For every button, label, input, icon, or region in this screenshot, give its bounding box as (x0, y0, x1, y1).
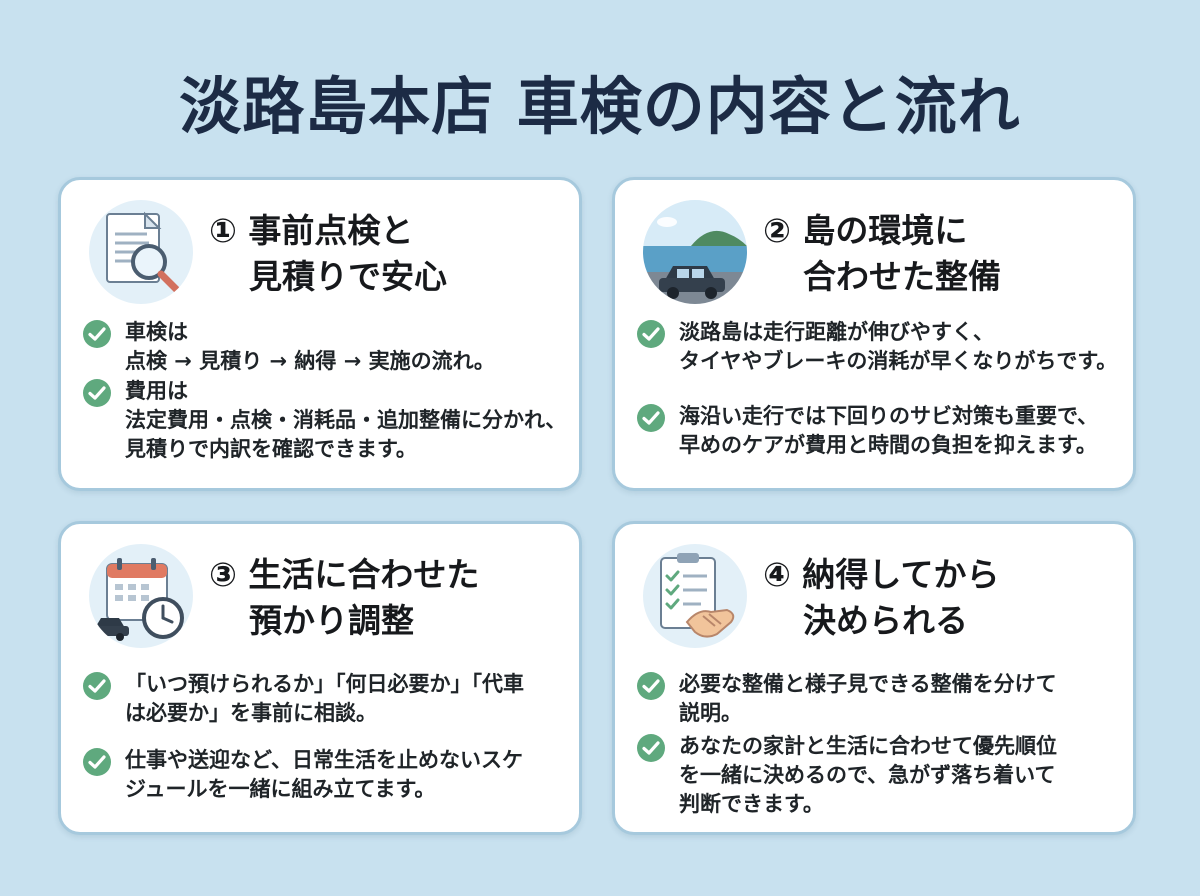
item-text: 淡路島は走行距離が伸びやすく、 (679, 320, 994, 344)
list-item: 費用は 法定費用・点検・消耗品・追加整備に分かれ、 見積りで内訳を確認できます。 (83, 377, 573, 464)
card-informed-decision: ④ 納得してから 決められる 必要な整備と様子見できる整備を分けて 説明。 あな… (612, 521, 1136, 835)
check-icon (637, 672, 665, 700)
list-item: あなたの家計と生活に合わせて優先順位 を一緒に決めるので、急がず落ち着いて 判断… (637, 732, 1127, 819)
check-icon (83, 672, 111, 700)
item-text: 見積りで内訳を確認できます。 (125, 437, 417, 461)
item-text: ジュールを一緒に組み立てます。 (125, 777, 436, 801)
calendar-car-clock-icon (89, 544, 193, 648)
card-title-line: ④ 納得してから (763, 555, 1000, 594)
check-icon (83, 748, 111, 776)
item-text: 費用は (125, 379, 188, 403)
item-text: 法定費用・点検・消耗品・追加整備に分かれ、 (125, 408, 567, 432)
card-title-line: 決められる (803, 601, 968, 640)
card-title: ③ 生活に合わせた 預かり調整 (209, 552, 569, 644)
item-text: 説明。 (679, 701, 742, 725)
item-text: は必要か」を事前に相談。 (125, 701, 377, 725)
item-text: 必要な整備と様子見できる整備を分けて (679, 672, 1057, 696)
item-text: 仕事や送迎など、日常生活を止めないスケ (125, 748, 523, 772)
card-title-line: 見積りで安心 (249, 257, 447, 296)
car-by-sea-icon (643, 200, 747, 304)
check-icon (83, 320, 111, 348)
card-island-maintenance: ② 島の環境に 合わせた整備 淡路島は走行距離が伸びやすく、 タイヤやブレーキの… (612, 177, 1136, 491)
check-icon (83, 379, 111, 407)
check-icon (637, 320, 665, 348)
item-text: 車検は (125, 320, 188, 344)
item-text: タイヤやブレーキの消耗が早くなりがちです。 (679, 349, 1118, 373)
list-item: 淡路島は走行距離が伸びやすく、 タイヤやブレーキの消耗が早くなりがちです。 (637, 318, 1127, 376)
item-text: 「いつ預けられるか」「何日必要か」「代車 (125, 672, 524, 696)
card-title-line: 預かり調整 (249, 601, 414, 640)
list-item: 車検は 点検 → 見積り → 納得 → 実施の流れ。 (83, 318, 573, 376)
clipboard-handshake-icon (643, 544, 747, 648)
card-inspection-estimate: ① 事前点検と 見積りで安心 車検は 点検 → 見積り → 納得 → 実施の流れ… (58, 177, 582, 491)
list-item: 必要な整備と様子見できる整備を分けて 説明。 (637, 670, 1127, 728)
item-text: 判断できます。 (679, 792, 824, 816)
item-text: 早めのケアが費用と時間の負担を抑えます。 (679, 433, 1097, 457)
item-text: 海沿い走行では下回りのサビ対策も重要で、 (679, 404, 1099, 428)
list-item: 仕事や送迎など、日常生活を止めないスケ ジュールを一緒に組み立てます。 (83, 746, 573, 804)
card-title: ① 事前点検と 見積りで安心 (209, 208, 569, 300)
card-title-line: ② 島の環境に (763, 211, 968, 250)
check-icon (637, 734, 665, 762)
card-title: ④ 納得してから 決められる (763, 552, 1123, 644)
list-item: 「いつ預けられるか」「何日必要か」「代車 は必要か」を事前に相談。 (83, 670, 573, 728)
card-schedule-adjustment: ③ 生活に合わせた 預かり調整 「いつ預けられるか」「何日必要か」「代車 は必要… (58, 521, 582, 835)
item-text: あなたの家計と生活に合わせて優先順位 (679, 734, 1057, 758)
card-title-line: ③ 生活に合わせた (209, 555, 480, 594)
list-item: 海沿い走行では下回りのサビ対策も重要で、 早めのケアが費用と時間の負担を抑えます… (637, 402, 1127, 460)
item-text: 点検 → 見積り → 納得 → 実施の流れ。 (125, 349, 495, 373)
card-title-line: 合わせた整備 (803, 257, 1001, 296)
document-magnifier-icon (89, 200, 193, 304)
check-icon (637, 404, 665, 432)
page-title: 淡路島本店 車検の内容と流れ (179, 70, 1021, 143)
item-text: を一緒に決めるので、急がず落ち着いて (679, 763, 1056, 787)
card-title-line: ① 事前点検と (209, 211, 414, 250)
card-title: ② 島の環境に 合わせた整備 (763, 208, 1123, 300)
